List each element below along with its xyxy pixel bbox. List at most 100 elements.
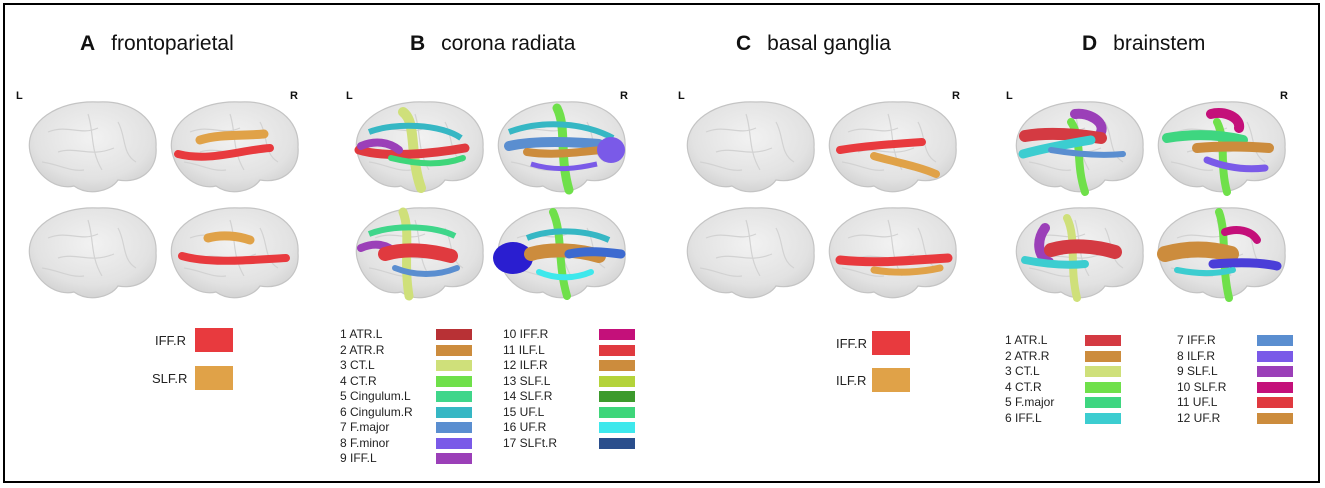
legend-b-label: 1 ATR.L: [340, 327, 383, 341]
legend-b-swatch: [436, 437, 472, 449]
legend-b-item: 8 F.minor: [340, 435, 472, 450]
panel-d-brain-right-upper: [1157, 101, 1286, 196]
legend-b-item: 1 ATR.L: [340, 327, 472, 341]
legend-d-item: 9 SLF.L: [1177, 364, 1293, 378]
legend-d-swatch: [1257, 381, 1293, 393]
legend-b-swatch: [436, 375, 472, 387]
panel-c-tract-iff-lower: [835, 253, 953, 267]
legend-d-label: 10 SLF.R: [1177, 379, 1227, 394]
legend-b-label: 2 ATR.R: [340, 342, 385, 357]
panel-c-tract-ilf-lower: [870, 264, 944, 276]
figure-frame: [3, 3, 1320, 483]
legend-d-item: 6 IFF.L: [1005, 410, 1121, 425]
legend-d-swatch: [1257, 366, 1293, 377]
legend-b-label: 5 Cingulum.L: [340, 389, 411, 403]
panel-a-brain-left-upper: [28, 101, 157, 193]
panel-c-tract-ilf: [870, 152, 940, 178]
panel-b-brain-right-lower: [493, 207, 626, 300]
legend-b-swatch: [436, 329, 472, 340]
legend-b-label: 9 IFF.L: [340, 451, 377, 465]
panel-a-brain-right-lower: [170, 207, 299, 299]
legend-b-item: 12 ILF.R: [503, 358, 635, 372]
panel-b-right-label: R: [620, 90, 628, 102]
legend-b-label: 11 ILF.L: [503, 342, 545, 357]
legend-d-label: 11 UF.L: [1177, 395, 1218, 409]
panel-a-tract-iff: [174, 144, 274, 161]
legend-b-label: 3 CT.L: [340, 358, 375, 372]
legend-b-label: 8 F.minor: [340, 435, 390, 450]
panel-d-left-label: L: [1006, 90, 1013, 102]
legend-b-item: 16 UF.R: [503, 420, 635, 434]
legend-b-item: 5 Cingulum.L: [340, 389, 472, 403]
legend-b-item: 14 SLF.R: [503, 389, 635, 403]
legend-d-label: 6 IFF.L: [1005, 410, 1042, 425]
legend-d-label: 8 ILF.R: [1177, 348, 1216, 363]
legend-c-swatch: [872, 331, 910, 355]
legend-d-swatch: [1085, 397, 1121, 408]
legend-a-swatch: [195, 328, 233, 352]
panel-a-right-label: R: [290, 90, 298, 102]
legend-b-swatch: [599, 360, 635, 371]
panel-b-left-label: L: [346, 90, 353, 102]
legend-b-swatch: [599, 391, 635, 402]
legend-b-swatch: [599, 344, 635, 356]
legend-b-swatch: [436, 422, 472, 433]
legend-d-item: 4 CT.R: [1005, 379, 1121, 394]
legend-a-swatch: [195, 366, 233, 390]
legend-d-item: 5 F.major: [1005, 395, 1121, 409]
panel-b-brain-right-upper: [497, 101, 626, 195]
panel-a-left-label: L: [16, 90, 23, 102]
legend-d-swatch: [1085, 381, 1121, 393]
legend-b-label: 15 UF.L: [503, 404, 545, 419]
panel-a-tract-slf-lower: [203, 231, 255, 245]
legend-d-item: 3 CT.L: [1005, 364, 1121, 378]
legend-d-item: 8 ILF.R: [1177, 348, 1293, 363]
legend-d-swatch: [1085, 366, 1121, 377]
legend-b-swatch: [599, 406, 635, 418]
legend-b-swatch: [436, 391, 472, 402]
legend-b-item: 11 ILF.L: [503, 342, 635, 357]
legend-d-item: 2 ATR.R: [1005, 348, 1121, 363]
panel-d-brain-left-lower: [1015, 207, 1144, 302]
legend-d-label: 5 F.major: [1005, 395, 1055, 409]
legend-d-label: 4 CT.R: [1005, 379, 1042, 394]
legend-b-label: 6 Cingulum.R: [340, 404, 413, 419]
panel-b-brain-left-lower: [355, 207, 484, 301]
legend-b-swatch: [436, 406, 472, 418]
legend-d-item: 1 ATR.L: [1005, 333, 1121, 347]
panel-c-brain-left-lower: [686, 207, 815, 299]
panel-c-right-label: R: [952, 90, 960, 102]
legend-d-label: 2 ATR.R: [1005, 348, 1050, 363]
legend-b-item: 7 F.major: [340, 420, 472, 434]
panel-c-brain-right-upper: [828, 101, 957, 193]
legend-b-swatch: [436, 453, 472, 464]
legend-b-item: 13 SLF.L: [503, 374, 635, 388]
legend-b-label: 7 F.major: [340, 420, 390, 434]
legend-b-label: 14 SLF.R: [503, 389, 553, 403]
legend-d-label: 7 IFF.R: [1177, 333, 1216, 347]
legend-b-swatch: [599, 329, 635, 340]
legend-b-item: 10 IFF.R: [503, 327, 635, 341]
legend-b-label: 17 SLFt.R: [503, 435, 558, 450]
legend-d-swatch: [1257, 412, 1293, 424]
panel-d-right-label: R: [1280, 90, 1288, 102]
legend-d-swatch: [1085, 412, 1121, 424]
legend-b-swatch: [599, 422, 635, 433]
legend-d-label: 3 CT.L: [1005, 364, 1040, 378]
legend-b-item: 17 SLFt.R: [503, 435, 635, 450]
legend-b-swatch: [599, 437, 635, 449]
panel-d-brain-right-lower: [1157, 207, 1286, 302]
panel-c-tract-iff: [836, 138, 926, 154]
legend-b-label: 4 CT.R: [340, 373, 377, 388]
legend-d-label: 9 SLF.L: [1177, 364, 1218, 378]
panel-a-tract-slf: [195, 129, 269, 145]
panel-c-brain-left-upper: [686, 101, 815, 193]
legend-b-swatch: [436, 344, 472, 356]
legend-b-item: 6 Cingulum.R: [340, 404, 472, 419]
